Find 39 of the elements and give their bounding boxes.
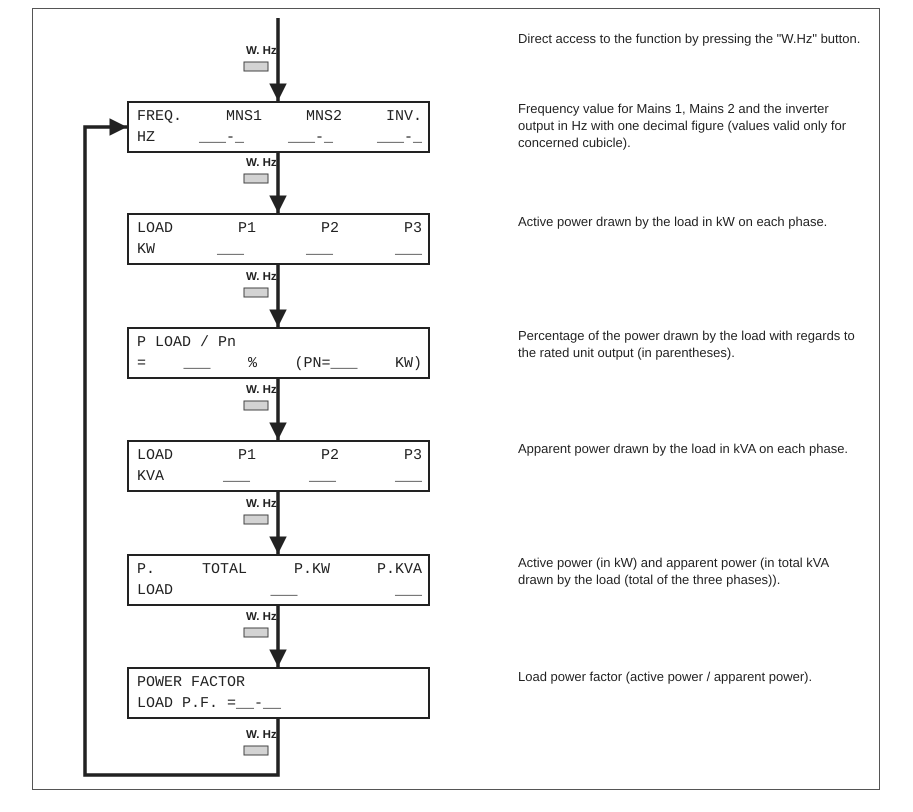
display-text: HZ ___-_ ___-_ ___-_: [137, 128, 422, 148]
display-screen: [127, 327, 430, 379]
edge-label: W. Hz: [246, 157, 277, 169]
display-text: KW ___ ___ ___: [137, 240, 422, 260]
display-screen: [127, 667, 430, 719]
edge-label: W. Hz: [246, 271, 277, 283]
arrow: [269, 265, 287, 327]
display-screen: [127, 213, 430, 265]
display-text: KVA ___ ___ ___: [137, 467, 422, 487]
display-text: = ___ % (PN=___ KW): [137, 354, 422, 374]
display-text: FREQ. MNS1 MNS2 INV.: [137, 107, 422, 127]
edge-label: W. Hz: [246, 729, 277, 741]
description-text: Apparent power drawn by the load in kVA on each phase.: [518, 440, 850, 457]
arrow: [269, 153, 287, 213]
display-text: LOAD P.F. =__-__: [137, 694, 282, 714]
description-text: Frequency value for Mains 1, Mains 2 and the inverter output in Hz with one decimal figure (values valid only for concerned cubicle).: [518, 100, 848, 151]
edge-label: W. Hz: [246, 611, 277, 623]
edge-label: W. Hz: [246, 498, 277, 510]
arrow: [269, 379, 287, 440]
edge-label: W. Hz: [246, 45, 277, 57]
edge-label: W. Hz: [246, 384, 277, 396]
display-text: POWER FACTOR: [137, 673, 246, 693]
display-text: P LOAD / Pn: [137, 333, 238, 353]
display-screen: [127, 101, 430, 153]
display-text: P. TOTAL P.KW P.KVA: [137, 560, 422, 580]
arrow: [269, 18, 287, 101]
display-screen: [127, 554, 430, 606]
arrow: [269, 606, 287, 667]
display-screen: [127, 440, 430, 492]
arrow: [269, 492, 287, 554]
display-text: LOAD P1 P2 P3: [137, 446, 422, 466]
display-text: LOAD ___ ___: [137, 581, 422, 601]
arrow: [83, 118, 280, 777]
display-text: LOAD P1 P2 P3: [137, 219, 422, 239]
description-text: Direct access to the function by pressing the "W.Hz" button.: [518, 30, 862, 47]
description-text: Percentage of the power drawn by the load with regards to the rated unit output (in parentheses).: [518, 327, 856, 361]
description-text: Active power (in kW) and apparent power (in total kVA drawn by the load (total of the three phases)).: [518, 554, 830, 588]
description-text: Load power factor (active power / apparent power).: [518, 668, 814, 685]
description-text: Active power drawn by the load in kW on each phase.: [518, 213, 828, 230]
